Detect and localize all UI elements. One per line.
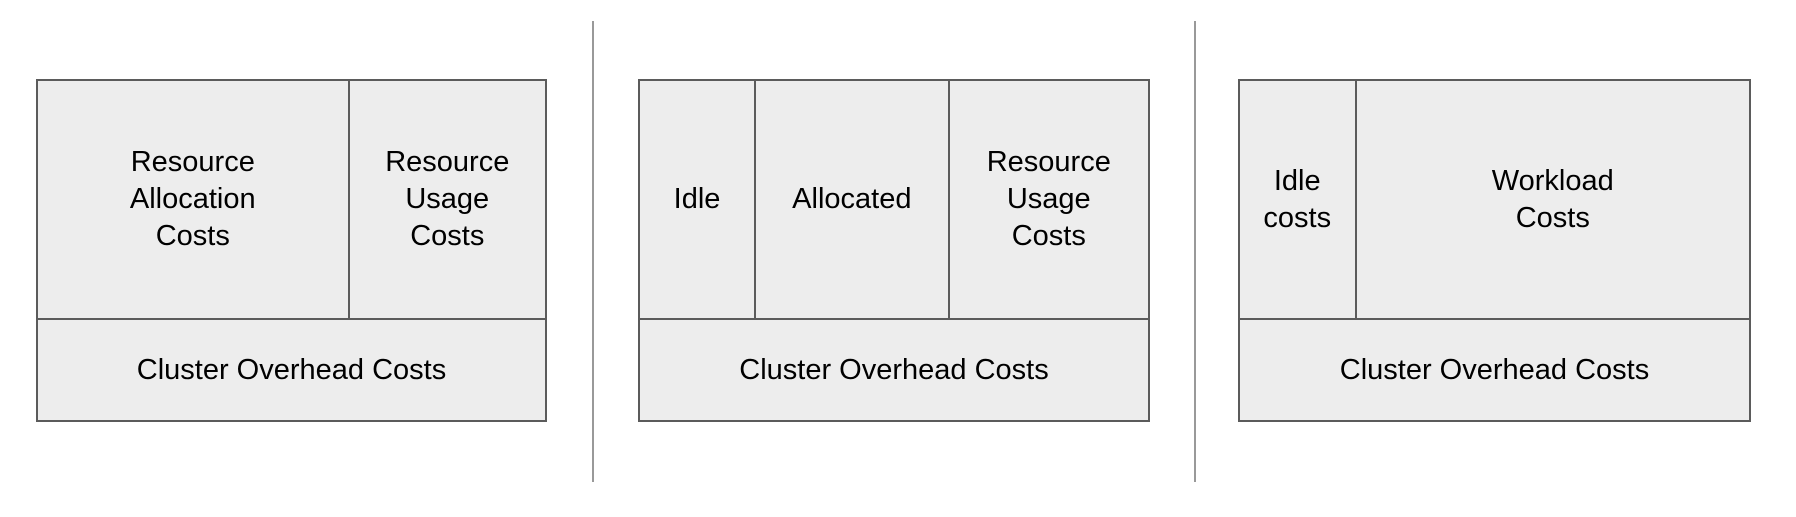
cell-allocated: Allocated <box>754 81 947 319</box>
cell-label: Idle costs <box>1263 164 1332 234</box>
panel-1-top-row: Resource Allocation Costs Resource Usage… <box>38 81 545 319</box>
cell-cluster-overhead-costs: Cluster Overhead Costs <box>38 318 545 420</box>
cell-resource-usage-costs: Resource Usage Costs <box>347 81 545 319</box>
panel-allocation-vs-usage: Resource Allocation Costs Resource Usage… <box>36 79 547 422</box>
cell-resource-allocation-costs: Resource Allocation Costs <box>38 81 348 318</box>
cell-label: Resource Allocation Costs <box>129 146 256 253</box>
cell-idle-costs: Idle costs <box>1240 81 1355 318</box>
cell-label: Cluster Overhead Costs <box>1339 353 1650 386</box>
cell-label: Cluster Overhead Costs <box>136 353 447 386</box>
cell-label: Allocated <box>792 183 912 216</box>
cell-resource-usage-costs: Resource Usage Costs <box>947 81 1148 319</box>
panel-idle-allocated-usage: Idle Allocated Resource Usage Costs Clus… <box>638 79 1150 422</box>
cell-label: Resource Usage Costs <box>385 146 510 253</box>
panel-idle-vs-workload: Idle costs Workload Costs Cluster Overhe… <box>1238 79 1751 422</box>
panel-separator-1 <box>592 21 594 482</box>
cell-workload-costs: Workload Costs <box>1354 81 1749 319</box>
cell-label: Workload Costs <box>1491 164 1614 234</box>
cell-label: Cluster Overhead Costs <box>739 353 1049 386</box>
cell-cluster-overhead-costs: Cluster Overhead Costs <box>1240 318 1749 420</box>
cell-idle: Idle <box>640 81 754 318</box>
panel-2-top-row: Idle Allocated Resource Usage Costs <box>640 81 1148 319</box>
cell-cluster-overhead-costs: Cluster Overhead Costs <box>640 318 1148 420</box>
panel-separator-2 <box>1194 21 1196 482</box>
cell-label: Idle <box>673 183 721 216</box>
panel-3-top-row: Idle costs Workload Costs <box>1240 81 1749 319</box>
cell-label: Resource Usage Costs <box>986 146 1111 253</box>
